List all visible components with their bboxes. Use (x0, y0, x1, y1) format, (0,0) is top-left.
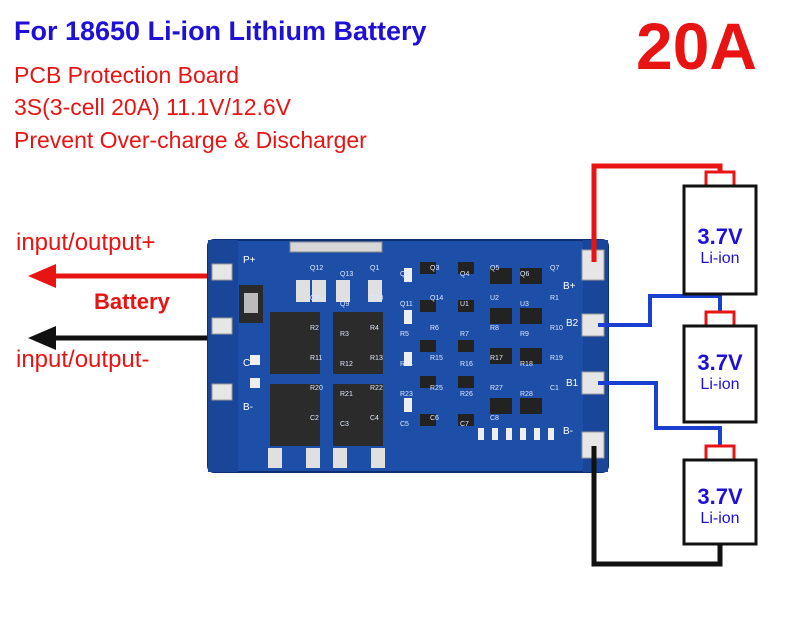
silk-label: R27 (490, 385, 503, 392)
cell-3-label: 3.7V Li-ion (684, 484, 756, 528)
pad-label-b1: B1 (566, 378, 579, 389)
silk-label: C6 (430, 415, 439, 422)
silk-label: R16 (460, 361, 473, 368)
silk-label: U1 (460, 301, 469, 308)
silk-label: Q5 (490, 265, 499, 272)
pcb-board: P+ C- B- B+ B2 B1 B- Q12Q13Q1Q2Q3Q4Q5Q6Q… (207, 239, 609, 473)
silk-label: Q12 (310, 265, 323, 272)
cell-2-label: 3.7V Li-ion (684, 350, 756, 394)
silk-label: R23 (400, 391, 413, 398)
positive-arrow (28, 264, 212, 288)
io-positive-label: input/output+ (16, 229, 156, 256)
silk-label: Q2 (400, 271, 409, 278)
silk-label: R11 (310, 355, 322, 362)
pad-label-p-plus: P+ (243, 255, 256, 266)
silk-label: R7 (460, 331, 469, 338)
cell-2-body (682, 324, 758, 424)
silk-label: R21 (340, 391, 353, 398)
cell-1-body (682, 184, 758, 296)
silk-label: R4 (370, 325, 379, 332)
mosfet-group (268, 280, 385, 468)
cell-1-label: 3.7V Li-ion (684, 224, 756, 268)
wire-negative (591, 446, 723, 567)
wire-balance-b1 (598, 381, 722, 452)
silk-label: U2 (490, 295, 499, 302)
pad-label-b-minus-left: B- (243, 402, 253, 413)
silk-label: Q8 (310, 295, 319, 302)
silk-label: R10 (550, 325, 563, 332)
silkscreen-labels: Q12Q13Q1Q2Q3Q4Q5Q6Q7Q8Q9Q10Q11Q14U1U2U3R… (310, 265, 563, 428)
subtitle-line-3: Prevent Over-charge & Discharger (14, 127, 367, 153)
silk-label: R13 (370, 355, 383, 362)
pad-label-b-plus: B+ (563, 281, 576, 292)
silk-label: R5 (400, 331, 409, 338)
silk-label: U3 (520, 301, 529, 308)
cell-2-terminal (704, 310, 736, 328)
silk-label: C8 (490, 415, 499, 422)
cell-3-terminal (704, 444, 736, 462)
pad-label-b2: B2 (566, 318, 579, 329)
silk-label: R6 (430, 325, 439, 332)
silk-label: C5 (400, 421, 409, 428)
silk-label: R15 (430, 355, 443, 362)
silk-label: R26 (460, 391, 473, 398)
cell-1-terminal (704, 170, 736, 188)
pad-label-c-minus: C- (243, 358, 254, 369)
silk-label: R3 (340, 331, 349, 338)
silk-label: Q14 (430, 295, 443, 302)
silk-label: R25 (430, 385, 443, 392)
silk-label: C2 (310, 415, 319, 422)
silk-label: R19 (550, 355, 563, 362)
product-title: For 18650 Li-ion Lithium Battery (14, 16, 427, 46)
silk-label: R1 (550, 295, 559, 302)
silk-label: Q13 (340, 271, 353, 278)
silk-label: Q10 (370, 295, 383, 302)
silk-label: Q6 (520, 271, 529, 278)
silk-label: Q11 (400, 301, 413, 308)
cell-3-voltage: 3.7V (697, 484, 743, 509)
subtitle-line-2: 3S(3-cell 20A) 11.1V/12.6V (14, 94, 292, 120)
wire-balance-b2 (598, 294, 722, 327)
silk-label: C3 (340, 421, 349, 428)
current-rating: 20A (636, 9, 758, 83)
cell-2-chem: Li-ion (700, 376, 740, 393)
silk-label: Q3 (430, 265, 439, 272)
pad-label-b-minus-right: B- (563, 426, 573, 437)
silk-label: Q4 (460, 271, 469, 278)
small-components (250, 262, 554, 440)
silk-label: R2 (310, 325, 319, 332)
silk-label: C7 (460, 421, 469, 428)
silk-label: Q7 (550, 265, 559, 272)
silk-label: R28 (520, 391, 533, 398)
silk-label: Q9 (340, 301, 349, 308)
silk-label: Q1 (370, 265, 379, 272)
cell-3-chem: Li-ion (700, 510, 740, 527)
cell-1-voltage: 3.7V (697, 224, 743, 249)
io-negative-label: input/output- (16, 346, 150, 373)
silk-label: R14 (400, 361, 413, 368)
silk-label: R9 (520, 331, 529, 338)
negative-arrow (28, 326, 212, 350)
silk-label: C4 (370, 415, 379, 422)
silk-label: R12 (340, 361, 353, 368)
silk-label: R17 (490, 355, 503, 362)
cell-2-voltage: 3.7V (697, 350, 743, 375)
silk-label: R20 (310, 385, 323, 392)
silk-label: R8 (490, 325, 499, 332)
cell-1-chem: Li-ion (700, 250, 740, 267)
cell-3-body (682, 458, 758, 546)
silk-label: C1 (550, 385, 559, 392)
silk-label: R22 (370, 385, 383, 392)
silk-label: R18 (520, 361, 533, 368)
subtitle-line-1: PCB Protection Board (14, 62, 240, 88)
battery-label: Battery (94, 289, 170, 314)
